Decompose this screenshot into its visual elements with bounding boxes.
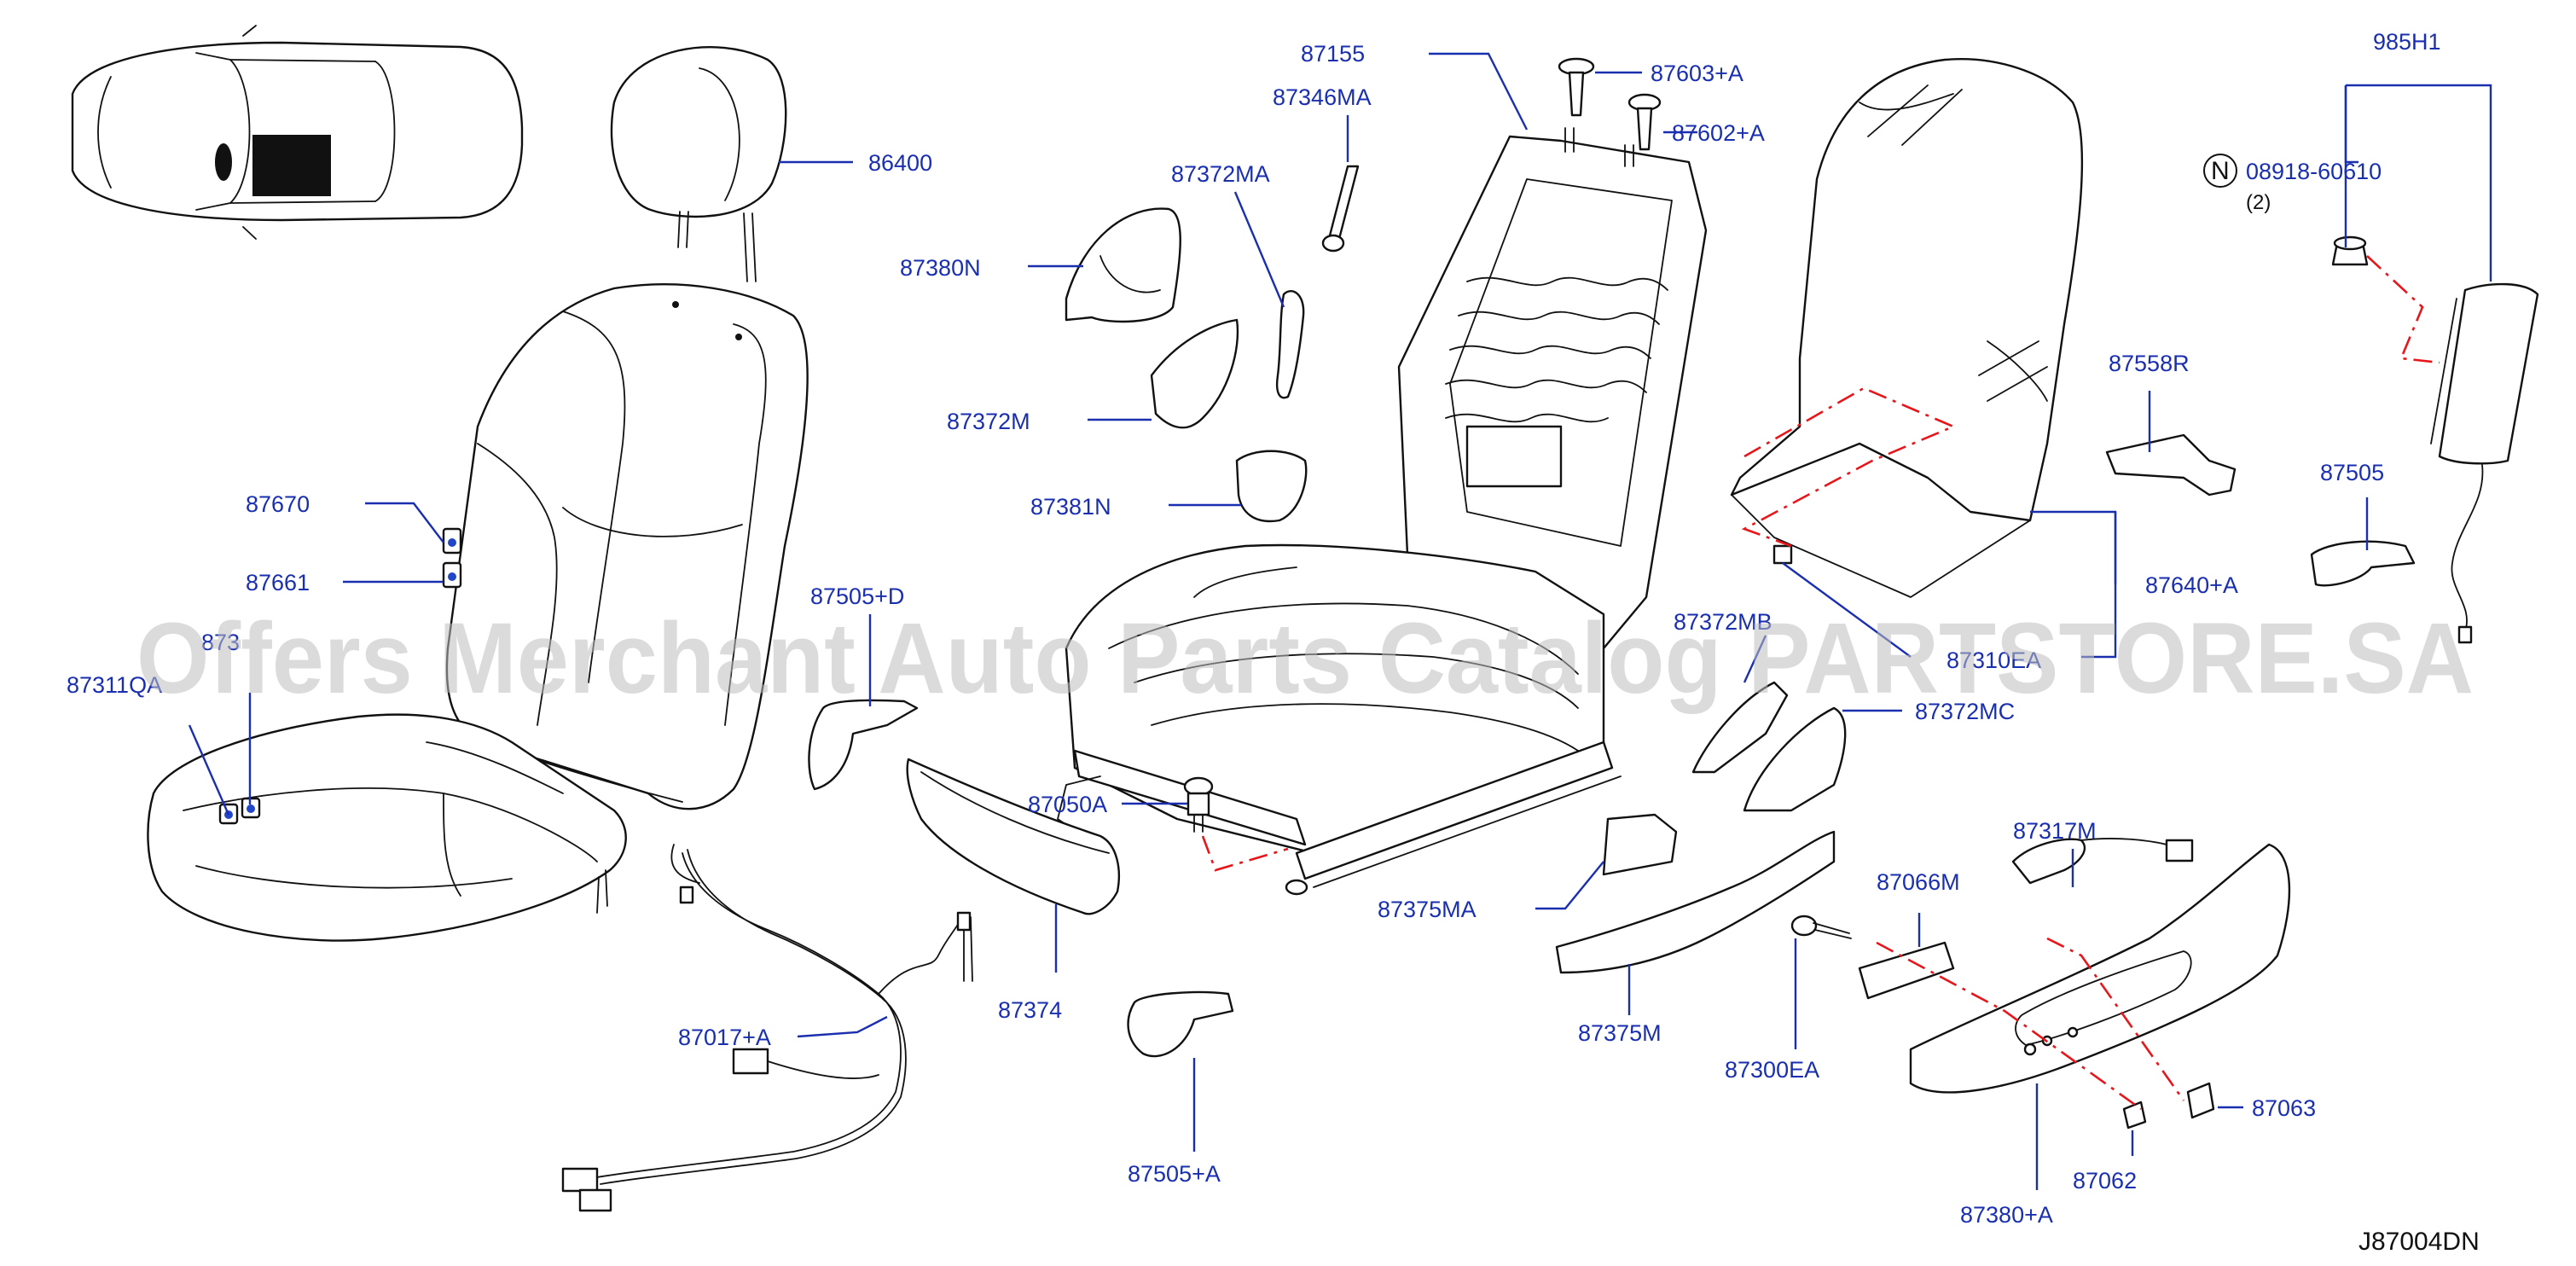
n-marker-letter: N xyxy=(2211,157,2230,185)
label-87017a: 87017+A xyxy=(678,1025,771,1050)
label-87372ma: 87372MA xyxy=(1171,161,1270,187)
label-87066m: 87066M xyxy=(1877,869,1960,895)
label-985h1: 985H1 xyxy=(2373,29,2441,55)
finisher-87374 xyxy=(906,758,1120,915)
trim-87375ma-87375m xyxy=(1555,813,1836,974)
label-87602a: 87602+A xyxy=(1672,120,1765,146)
label-87375ma: 87375MA xyxy=(1378,897,1477,922)
label-87311qa: 87311QA xyxy=(67,672,162,698)
watermark-text: Offers Merchant Auto Parts Catalog PARTS… xyxy=(136,602,2474,715)
label-873-partial: 873 xyxy=(201,630,240,655)
harness-87017a xyxy=(561,844,973,1212)
label-87375m: 87375M xyxy=(1578,1020,1662,1046)
label-87372mc: 87372MC xyxy=(1915,699,2015,724)
label-87558r: 87558R xyxy=(2109,351,2190,376)
label-87381n: 87381N xyxy=(1030,494,1111,520)
label-qty-2: (2) xyxy=(2246,191,2271,214)
label-87505a: 87505+A xyxy=(1128,1161,1221,1187)
label-87062: 87062 xyxy=(2073,1168,2137,1193)
clips-87558r-87505 xyxy=(2105,433,2416,587)
label-86400: 86400 xyxy=(868,150,932,176)
label-87505d: 87505+D xyxy=(810,584,904,609)
callout-leaders xyxy=(188,52,2492,1190)
trim-pieces-left xyxy=(808,165,1360,791)
label-87505: 87505 xyxy=(2320,460,2384,485)
label-87640a: 87640+A xyxy=(2145,572,2238,598)
bolt-87050a xyxy=(1183,776,1214,833)
diagram-code: J87004DN xyxy=(2358,1228,2480,1256)
label-87380n: 87380N xyxy=(900,255,981,281)
label-87310ea: 87310EA xyxy=(1947,648,2041,673)
label-87050a: 87050A xyxy=(1028,792,1107,817)
headrest-86400 xyxy=(610,46,787,282)
seat-frame-87155 xyxy=(1057,127,1708,896)
label-87603a: 87603+A xyxy=(1651,61,1743,86)
label-87063: 87063 xyxy=(2252,1095,2316,1121)
trim-87372mb-87372mc xyxy=(1691,681,1847,812)
label-08918-60610: 08918-60610 xyxy=(2246,159,2382,184)
label-87155: 87155 xyxy=(1301,41,1365,67)
connector-lines xyxy=(1201,255,2440,1111)
label-87372mb: 87372MB xyxy=(1674,609,1772,635)
n-marker-circle xyxy=(2203,154,2237,188)
power-seat-switch-assembly xyxy=(1790,838,2291,1130)
label-87317m: 87317M xyxy=(2013,818,2097,844)
label-87372m: 87372M xyxy=(947,409,1030,434)
seat-cover-assembly xyxy=(147,283,809,942)
label-87346ma: 87346MA xyxy=(1273,84,1372,110)
clip-87505a xyxy=(1127,990,1234,1058)
label-87670: 87670 xyxy=(246,491,310,517)
side-airbag-985h1 xyxy=(2331,235,2539,644)
part-labels: 86400 87155 87346MA 87372MA 87380N 87372… xyxy=(67,29,2480,1256)
pins-87603-87602 xyxy=(1558,57,1662,151)
label-87374: 87374 xyxy=(998,997,1062,1023)
label-87661: 87661 xyxy=(246,570,310,595)
label-87380a: 87380+A xyxy=(1960,1202,2053,1228)
label-87300ea: 87300EA xyxy=(1725,1057,1819,1083)
seatback-pad-87640a xyxy=(1730,58,2084,598)
car-location-icon xyxy=(71,25,524,240)
